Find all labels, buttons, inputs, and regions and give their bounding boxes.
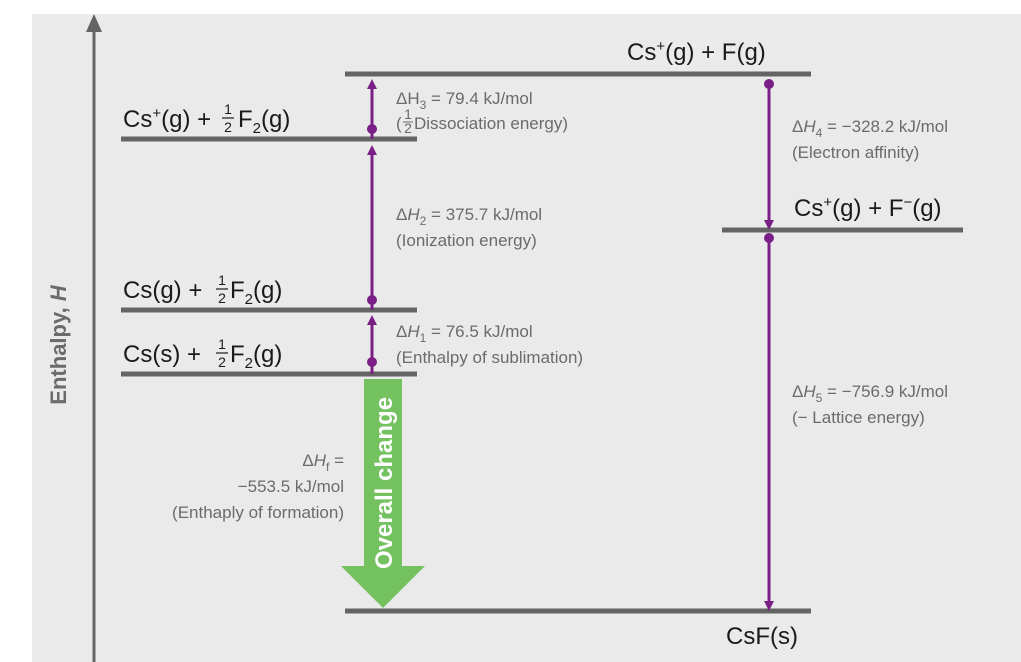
arrow-h3-dot: [367, 124, 377, 134]
axis-title-symbol: H: [46, 284, 71, 301]
annotation-hf-value: ΔHf =: [302, 451, 344, 474]
frac-den-cs-g: 2: [218, 290, 226, 306]
arrow-h2-dot: [367, 295, 377, 305]
annotation-hf-number: −553.5 kJ/mol: [238, 477, 344, 496]
overall-change-label: Overall change: [371, 397, 398, 569]
label-cs-g: Cs(g) +: [123, 277, 202, 304]
annotation-h3-frac-num: 1: [404, 106, 412, 122]
arrow-h4-dot: [764, 79, 774, 89]
frac-num-cs-g: 1: [218, 272, 226, 288]
annotation-h5-desc: (− Lattice energy): [792, 408, 925, 427]
label-cs-s-tail: F2(g): [230, 341, 282, 372]
frac-num-cs-plus-half-f2: 1: [224, 101, 232, 117]
annotation-h4-value: ΔH4 = −328.2 kJ/mol: [792, 117, 948, 140]
annotation-h3-frac-den: 2: [404, 120, 412, 136]
annotation-h3-desc: Dissociation energy): [414, 114, 568, 133]
annotation-h1-value: ΔH1 = 76.5 kJ/mol: [396, 322, 533, 345]
overall-change-arrow: [341, 379, 425, 608]
frac-den-cs-plus-half-f2: 2: [224, 119, 232, 135]
annotation-h2-desc: (Ionization energy): [396, 231, 537, 250]
annotation-h3-value: ΔH3 = 79.4 kJ/mol: [396, 89, 533, 112]
label-cs-plus-half-f2: Cs+(g) +: [123, 105, 211, 133]
frac-den-cs-s: 2: [218, 354, 226, 370]
background-panel: [32, 14, 1021, 662]
arrow-h1-dot: [367, 357, 377, 367]
frac-num-cs-s: 1: [218, 336, 226, 352]
annotation-h3-desc-open: (: [396, 114, 402, 133]
label-csf: CsF(s): [726, 623, 798, 650]
annotation-h1-desc: (Enthalpy of sublimation): [396, 348, 583, 367]
annotation-h4-desc: (Electron affinity): [792, 143, 919, 162]
label-cs-plus-f-minus: Cs+(g) + F−(g): [794, 194, 942, 222]
axis-title-text: Enthalpy,: [46, 301, 71, 405]
annotation-h5-value: ΔH5 = −756.9 kJ/mol: [792, 382, 948, 405]
label-cs-g-tail: F2(g): [230, 277, 282, 308]
enthalpy-axis-arrowhead: [86, 14, 102, 32]
enthalpy-axis-title: Enthalpy, H: [46, 284, 71, 405]
arrow-h5-dot: [764, 233, 774, 243]
label-cs-s: Cs(s) +: [123, 341, 201, 368]
annotation-hf-desc: (Enthaply of formation): [172, 503, 344, 522]
label-cs-plus-f: Cs+(g) + F(g): [627, 38, 766, 66]
annotation-h2-value: ΔH2 = 375.7 kJ/mol: [396, 205, 542, 228]
label-cs-plus-half-f2-tail: F2(g): [238, 106, 290, 137]
